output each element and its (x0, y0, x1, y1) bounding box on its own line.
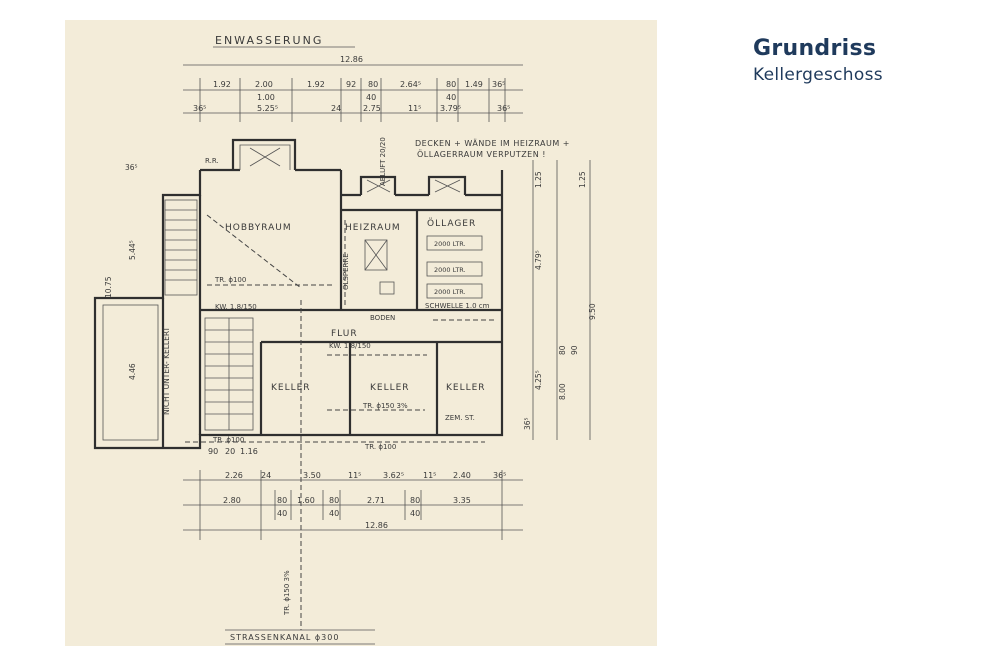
bottom-dim-r2b-3: 40 (410, 509, 420, 518)
light-wells (239, 144, 461, 193)
room-hobbyraum: HOBBYRAUM (225, 223, 292, 233)
top-dim-8: 1.49 (465, 80, 483, 89)
label-tr100-left: TR. ϕ100 (212, 436, 244, 444)
label-tr100-bottom: TR. ϕ100 (364, 443, 396, 451)
bottom-dim-r1-6: 11⁵ (423, 471, 436, 480)
room-nicht-unterkellert: NICHT UNTER- KELLERT (162, 327, 171, 415)
bottom-dim-r1-8: 36⁵ (493, 471, 506, 480)
right-dim-9: 36⁵ (523, 417, 532, 430)
top-dim-5: 80 (368, 80, 378, 89)
right-dim-6: 90 (570, 345, 579, 355)
label-tr150-street: TR. ϕ150 3% (283, 570, 291, 616)
label-tr100-hobby: TR. ϕ100 (214, 276, 246, 284)
right-dim-5: 80 (558, 345, 567, 355)
floor-plan-sheet: ENWASSERUNG 12.86 1.92 2.00 1.92 92 80 2… (65, 20, 657, 646)
top-dim-1: 1.92 (213, 80, 231, 89)
label-kw-flur: KW. 1.8/150 (329, 342, 371, 350)
room-oellager: ÖLLAGER (427, 218, 476, 229)
bottom-dim-r2-3: 1.60 (297, 496, 315, 505)
bottom-dim-r1-7: 2.40 (453, 471, 471, 480)
room-flur: FLUR (331, 329, 358, 339)
bottom-dim-r2b-2: 40 (329, 509, 339, 518)
top-dim-r2-6: 3.79⁵ (440, 104, 461, 113)
tank-2-label: 2000 LTR. (434, 266, 466, 274)
label-strassenkanal: STRASSENKANAL ϕ300 (230, 633, 339, 642)
room-keller-2: KELLER (370, 383, 410, 393)
bottom-dim-r0-2: 20 (225, 447, 235, 456)
label-zem-st: ZEM. ST. (445, 414, 475, 422)
bottom-dim-r2-6: 80 (410, 496, 420, 505)
right-dim-8: 8.00 (558, 383, 567, 400)
label-boden: BODEN (370, 314, 395, 322)
tank-1-label: 2000 LTR. (434, 240, 466, 248)
top-dim-r2-3: 24 (331, 104, 341, 113)
plan-heading: ENWASSERUNG (215, 34, 323, 47)
top-dim-9: 36⁵ (492, 80, 505, 89)
label-schwelle: SCHWELLE 1.0 cm (425, 302, 490, 310)
drain-lines (185, 214, 495, 630)
floor-plan-drawing: ENWASSERUNG 12.86 1.92 2.00 1.92 92 80 2… (93, 34, 597, 645)
top-dim-3b: 40 (446, 93, 456, 102)
caption-block: Grundriss Kellergeschoss (753, 36, 883, 85)
right-dim-3: 4.79⁵ (534, 250, 543, 270)
bottom-dim-r0-3: 1.16 (240, 447, 258, 456)
plan-note-line1: DECKEN + WÄNDE IM HEIZRAUM + (415, 138, 570, 148)
left-dim-3: 10.75 (104, 276, 113, 298)
right-dim-4: 9.50 (588, 303, 597, 320)
bottom-dimension-chain: 90 20 1.16 2.26 24 3.50 11⁵ 3.62⁵ 11⁵ 2.… (183, 447, 523, 540)
tank-3-label: 2000 LTR. (434, 288, 466, 296)
bottom-dim-r2-1: 2.80 (223, 496, 241, 505)
bottom-dim-r2-2: 80 (277, 496, 287, 505)
building-walls (93, 138, 504, 450)
label-kw-150: KW. 1.8/150 (215, 303, 257, 311)
label-tr150: TR. ϕ150 3% (362, 402, 408, 410)
bottom-dim-r1-2: 24 (261, 471, 271, 480)
bottom-overall-dim: 12.86 (365, 521, 388, 530)
bottom-dim-r2-4: 80 (329, 496, 339, 505)
top-dim-3: 1.92 (307, 80, 325, 89)
label-abluft: ABLUFT 20/20 (379, 137, 387, 186)
bottom-dim-r2-7: 3.35 (453, 496, 471, 505)
caption-subtitle: Kellergeschoss (753, 65, 883, 85)
bottom-dim-r1-1: 2.26 (225, 471, 243, 480)
right-dim-2: 1.25 (578, 171, 587, 188)
plan-note-line2: ÖLLAGERRAUM VERPUTZEN ! (417, 149, 546, 159)
left-dim-2: 5.44⁵ (128, 240, 137, 260)
top-dimension-chain: 12.86 1.92 2.00 1.92 92 80 2.64⁵ 80 1.49… (183, 55, 523, 122)
bottom-dim-r0-1: 90 (208, 447, 218, 456)
top-dim-r2-5: 11⁵ (408, 104, 421, 113)
top-overall-dim: 12.86 (340, 55, 363, 64)
bottom-dim-r2b-1: 40 (277, 509, 287, 518)
top-dim-1b: 1.00 (257, 93, 275, 102)
bottom-dim-r1-4: 11⁵ (348, 471, 361, 480)
right-dim-7: 4.25⁵ (534, 370, 543, 390)
label-olsperre: ÖLSPERRE (341, 253, 350, 290)
room-heizraum: HEIZRAUM (345, 223, 401, 233)
boiler (364, 239, 395, 295)
oil-tanks: 2000 LTR. 2000 LTR. 2000 LTR. (426, 235, 483, 299)
top-dim-2: 2.00 (255, 80, 273, 89)
top-dim-4: 92 (346, 80, 356, 89)
bottom-dim-r2-5: 2.71 (367, 496, 385, 505)
right-dim-1: 1.25 (534, 171, 543, 188)
top-dim-r2-2: 5.25⁵ (257, 104, 278, 113)
bottom-dim-r1-5: 3.62⁵ (383, 471, 404, 480)
top-dim-r2-7: 36⁵ (497, 104, 510, 113)
room-keller-1: KELLER (271, 383, 311, 393)
bottom-dim-r1-3: 3.50 (303, 471, 321, 480)
caption-title: Grundriss (753, 36, 877, 61)
label-rr: R.R. (205, 157, 219, 165)
staircase-upper (164, 199, 198, 296)
top-dim-r2-4: 2.75 (363, 104, 381, 113)
left-dim-4: 4.46 (128, 363, 137, 380)
left-dim-1: 36⁵ (125, 163, 138, 172)
room-keller-3: KELLER (446, 383, 486, 393)
top-dim-6: 2.64⁵ (400, 80, 421, 89)
top-dim-7: 80 (446, 80, 456, 89)
top-dim-2b: 40 (366, 93, 376, 102)
staircase-lower (204, 317, 254, 431)
